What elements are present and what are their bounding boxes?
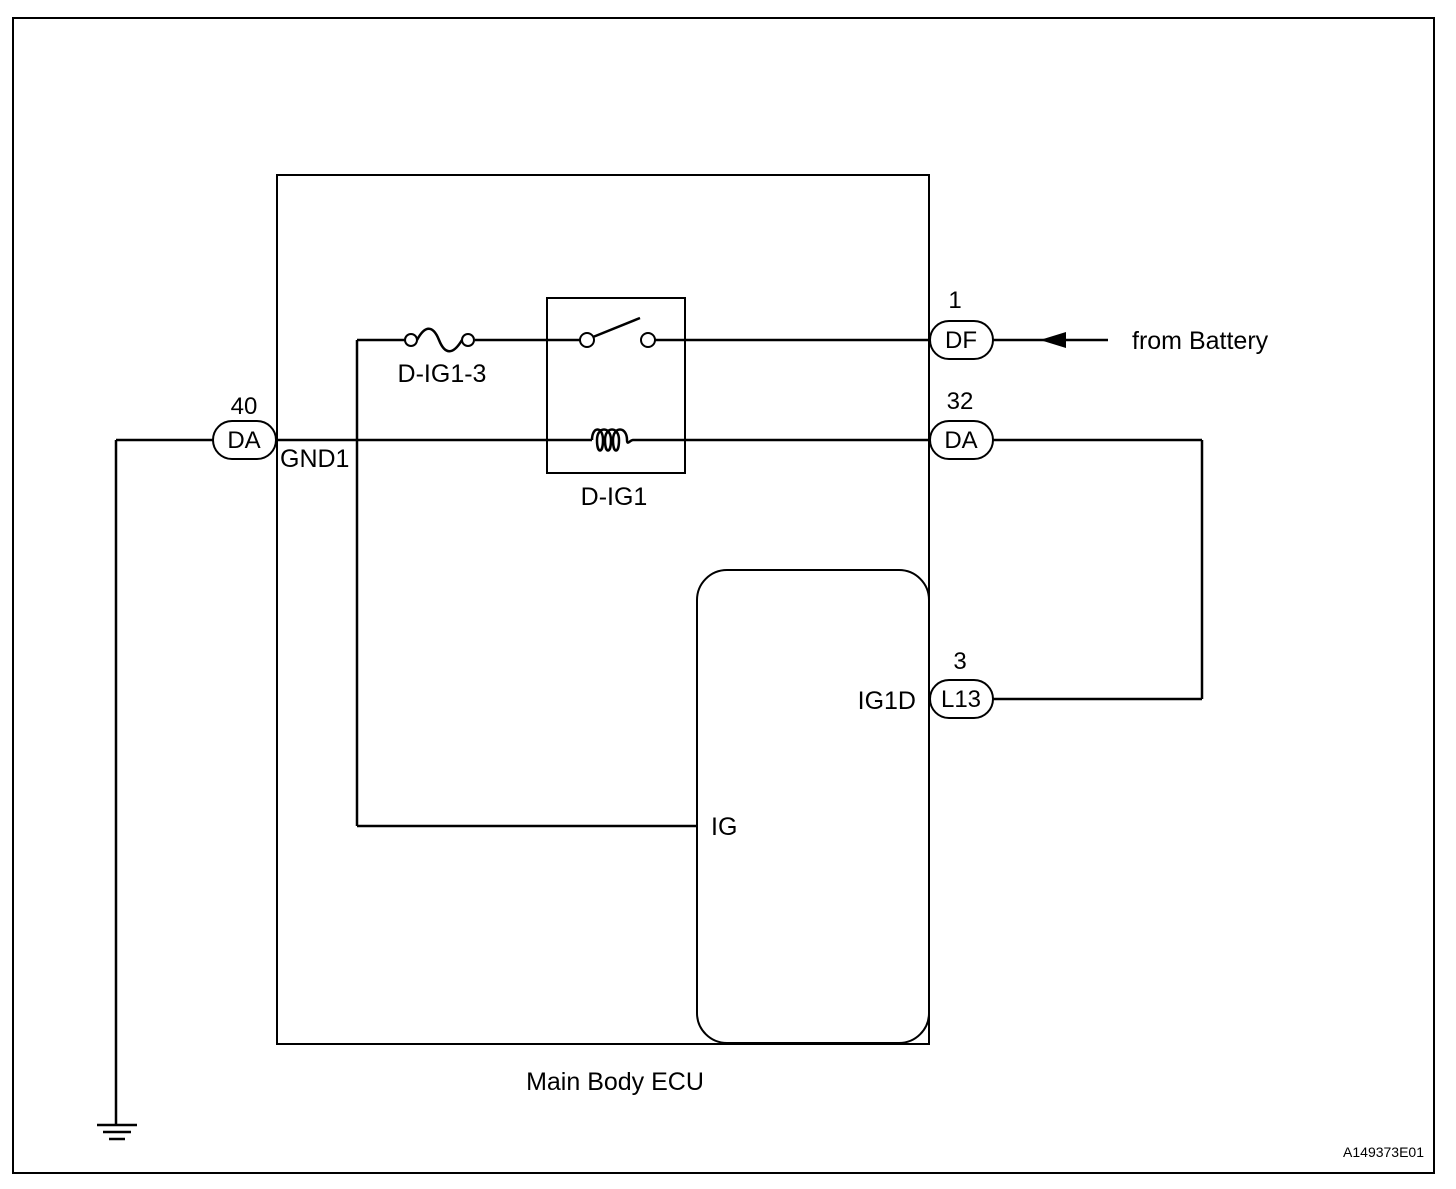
connector-da-right-name: DA	[944, 427, 977, 454]
switch-blade	[592, 316, 641, 339]
fuse-element	[415, 327, 464, 353]
ecu-label: Main Body ECU	[526, 1068, 704, 1096]
fuse-terminal-left	[404, 333, 418, 347]
relay-box	[546, 297, 686, 474]
connector-df-name: DF	[945, 327, 977, 354]
connector-da-left-pin: 40	[231, 393, 258, 420]
relay-coil	[590, 428, 634, 452]
connector-l13-name: L13	[941, 686, 981, 713]
connector-df-pin: 1	[948, 287, 961, 314]
connector-da-right-pin: 32	[947, 388, 974, 415]
fuse-terminal-right	[461, 333, 475, 347]
ground-symbol-icon	[97, 1123, 137, 1141]
connector-da-right-oval	[929, 420, 994, 460]
connector-da-left-oval	[212, 420, 277, 460]
relay-label: D-IG1	[581, 483, 648, 511]
source-label: from Battery	[1132, 327, 1269, 355]
switch-contact-left	[579, 332, 595, 348]
connector-da-left-name: DA	[227, 427, 260, 454]
switch-contact-right	[640, 332, 656, 348]
connector-l13-oval	[929, 679, 994, 719]
figure-code: A149373E01	[1343, 1144, 1424, 1160]
terminal-ig1d-label: IG1D	[858, 687, 916, 715]
terminal-gnd1-label: GND1	[280, 445, 349, 473]
battery-arrow-icon	[1040, 332, 1066, 348]
diagram-frame	[12, 17, 1435, 1174]
fuse-label: D-IG1-3	[398, 360, 487, 388]
ig-module-box	[696, 569, 930, 1044]
ecu-box	[276, 174, 930, 1045]
connector-df-oval	[929, 320, 994, 360]
connector-l13-pin: 3	[953, 648, 966, 675]
terminal-ig-label: IG	[711, 813, 737, 841]
